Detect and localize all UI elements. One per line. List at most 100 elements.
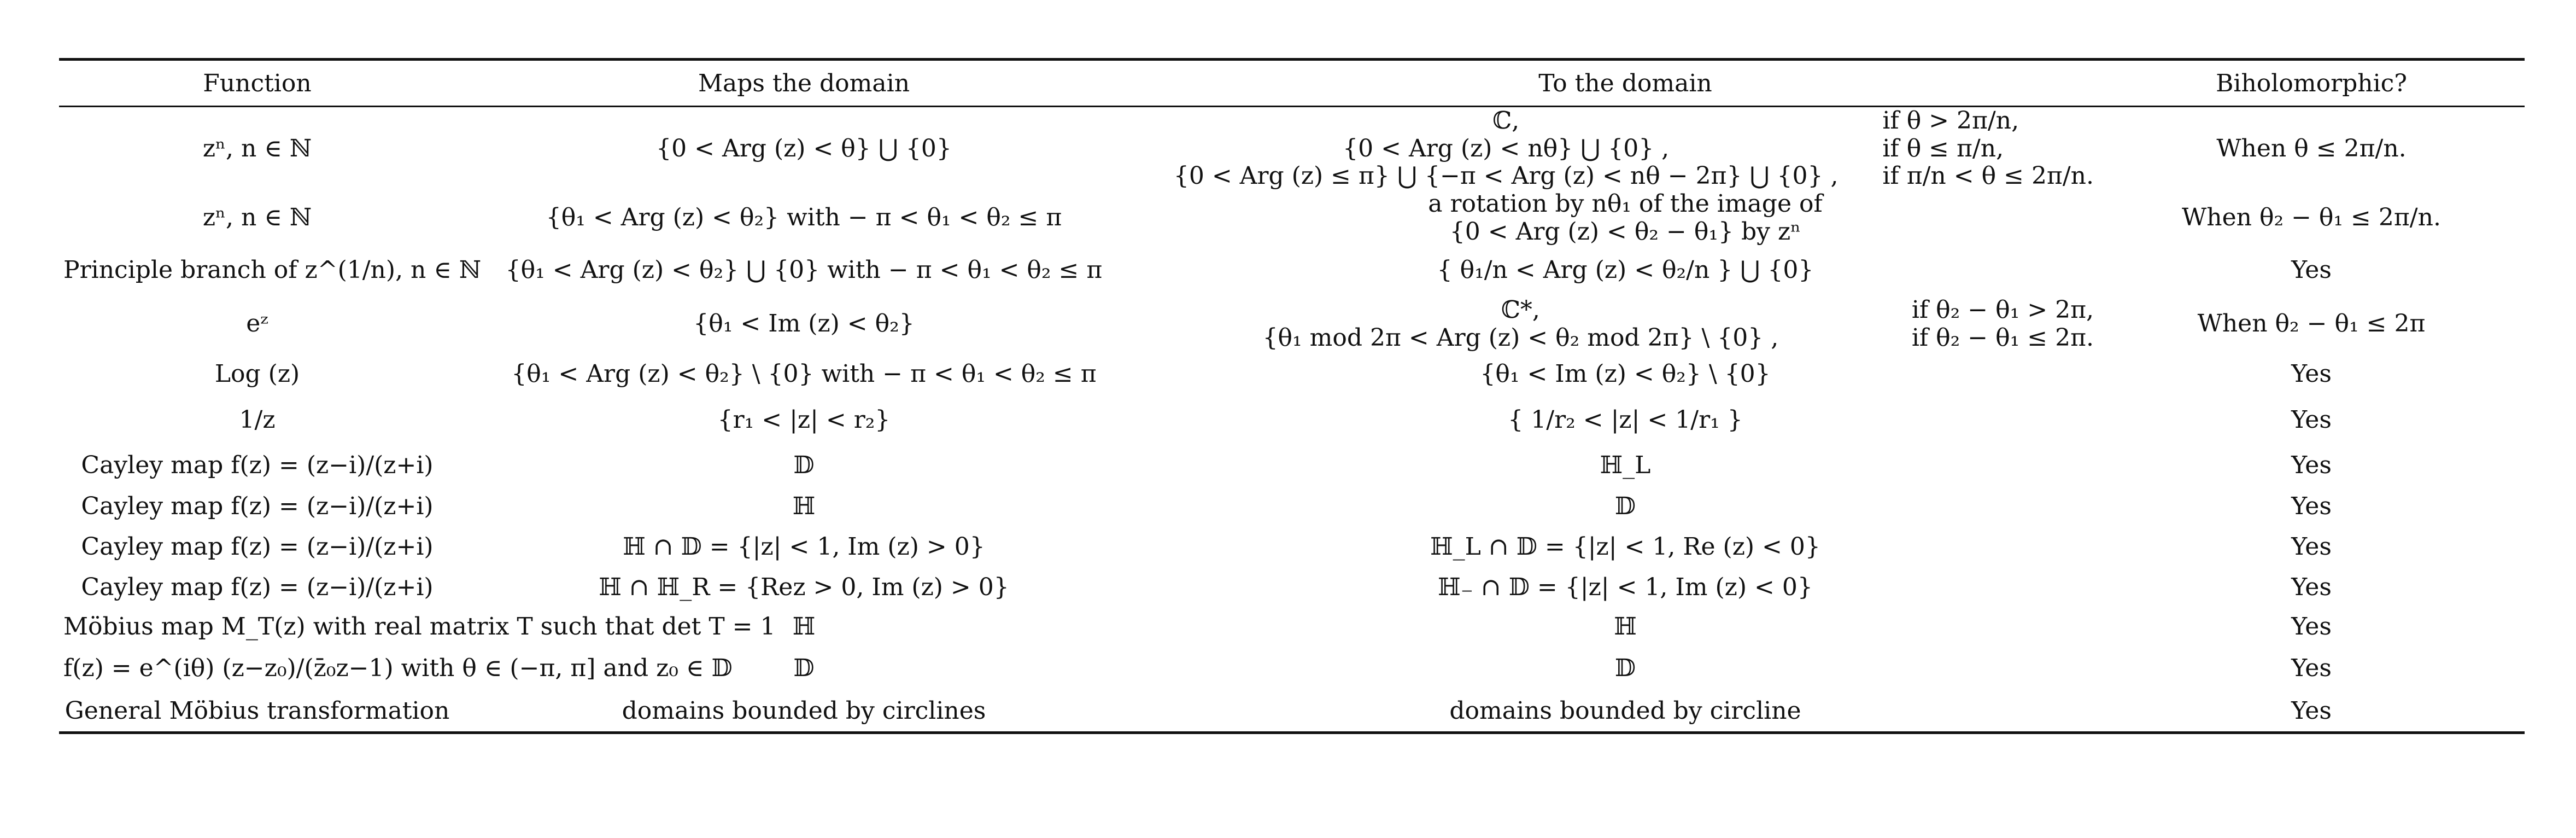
function-cell: Log (z) xyxy=(59,353,455,396)
function-cell: Möbius map M_T(z) with real matrix T suc… xyxy=(59,608,776,647)
case-value: {0 < Arg (z) ≤ π} ⋃ {−π < Arg (z) < nθ −… xyxy=(1173,162,1839,190)
table-row: Möbius map M_T(z) with real matrix T suc… xyxy=(59,608,2525,647)
case-value: {0 < Arg (z) < nθ} ⋃ {0} , xyxy=(1343,134,1670,162)
cell-line: Yes xyxy=(2291,256,2332,284)
biholomorphic-cell: Yes xyxy=(2098,568,2525,608)
biholomorphic-cell: When θ ≤ 2π/n. xyxy=(2098,107,2525,190)
cell-line: ℍ ∩ 𝔻 = {|z| < 1, Im (z) > 0} xyxy=(623,533,985,561)
function-cell: eᶻ xyxy=(59,295,455,353)
function-cell: General Möbius transformation xyxy=(59,691,455,735)
cell-line: 𝔻 xyxy=(1614,654,1636,683)
image-cell: ℍ_L xyxy=(1152,445,2098,487)
header-function: Function xyxy=(59,58,455,107)
function-cell: Cayley map f(z) = (z−i)/(z+i) xyxy=(59,445,455,487)
function-cell: f(z) = e^(iθ) (z−z₀)/(z̄₀z−1) with θ ∈ (… xyxy=(59,647,733,691)
domain-cell: {θ₁ < Arg (z) < θ₂} ⋃ {0} with − π < θ₁ … xyxy=(455,246,1152,295)
cell-line: ℍ xyxy=(792,492,816,521)
biholomorphic-cell: Yes xyxy=(2098,487,2525,527)
domain-cell: {0 < Arg (z) < θ} ⋃ {0} xyxy=(455,107,1152,190)
cell-line: {r₁ < |z| < r₂} xyxy=(717,406,891,434)
biholomorphic-cell: When θ₂ − θ₁ ≤ 2π/n. xyxy=(2098,190,2525,246)
header-to-the-domain: To the domain xyxy=(1152,58,2098,107)
function-cell: Cayley map f(z) = (z−i)/(z+i) xyxy=(59,487,455,527)
image-cell: domains bounded by circline xyxy=(1152,691,2098,735)
header-maps-the-domain: Maps the domain xyxy=(455,58,1152,107)
function-cell: zⁿ, n ∈ ℕ xyxy=(59,190,455,246)
cell-line: ℍ xyxy=(1614,613,1637,641)
table-row: 1/z {r₁ < |z| < r₂} { 1/r₂ < |z| < 1/r₁ }Y… xyxy=(59,396,2525,445)
table-row: f(z) = e^(iθ) (z−z₀)/(z̄₀z−1) with θ ∈ (… xyxy=(59,647,2525,691)
image-cell: { θ₁/n < Arg (z) < θ₂/n } ⋃ {0} xyxy=(1152,246,2098,295)
domain-cell: {θ₁ < Arg (z) < θ₂} with − π < θ₁ < θ₂ ≤… xyxy=(455,190,1152,246)
biholomorphic-cell: Yes xyxy=(2098,246,2525,295)
cell-line: ℍ₋ ∩ 𝔻 = {|z| < 1, Im (z) < 0} xyxy=(1438,573,1813,602)
cell-line: {θ₁ < Arg (z) < θ₂} \ {0} with − π < θ₁ … xyxy=(511,360,1097,388)
cell-line: domains bounded by circline xyxy=(1449,697,1801,725)
cell-line: {θ₁ < Arg (z) < θ₂} with − π < θ₁ < θ₂ ≤… xyxy=(546,203,1062,232)
function-cell: 1/z xyxy=(59,396,455,445)
case-condition: if θ₂ − θ₁ ≤ 2π. xyxy=(1911,323,2094,352)
biholomorphic-cell: When θ₂ − θ₁ ≤ 2π xyxy=(2098,295,2525,353)
cell-line: Yes xyxy=(2291,533,2332,561)
case-condition: if θ ≤ π/n, xyxy=(1882,134,2004,162)
cell-line: {0 < Arg (z) < θ₂ − θ₁} by zⁿ xyxy=(1449,217,1801,246)
cell-line: {θ₁ < Im (z) < θ₂} xyxy=(693,310,915,338)
image-cell: ℂ,if θ > 2π/n,{0 < Arg (z) < nθ} ⋃ {0} ,… xyxy=(1152,107,2098,190)
cell-line: a rotation by nθ₁ of the image of xyxy=(1428,190,1823,218)
cell-line: {0 < Arg (z) < θ} ⋃ {0} xyxy=(656,134,952,162)
cell-line: {θ₁ < Im (z) < θ₂} \ {0} xyxy=(1480,360,1771,388)
image-cell: 𝔻 xyxy=(1152,487,2098,527)
cell-line: { θ₁/n < Arg (z) < θ₂/n } ⋃ {0} xyxy=(1437,256,1814,284)
cell-line: ℍ_L ∩ 𝔻 = {|z| < 1, Re (z) < 0} xyxy=(1430,533,1820,561)
table-body: zⁿ, n ∈ ℕ {0 < Arg (z) < θ} ⋃ {0} ℂ,if θ >… xyxy=(59,107,2525,735)
cell-line: Yes xyxy=(2291,654,2332,683)
biholomorphic-cell: Yes xyxy=(2098,396,2525,445)
piecewise-cases: ℂ,if θ > 2π/n,{0 < Arg (z) < nθ} ⋃ {0} ,… xyxy=(1157,107,2094,190)
cell-line: Yes xyxy=(2291,613,2332,641)
header-biholomorphic: Biholomorphic? xyxy=(2098,58,2525,107)
cell-line: 𝔻 xyxy=(1614,492,1636,521)
image-cell: { 1/r₂ < |z| < 1/r₁ } xyxy=(1152,396,2098,445)
cell-line: Principle branch of z^(1/n), n ∈ ℕ xyxy=(63,256,482,284)
cell-line: Cayley map f(z) = (z−i)/(z+i) xyxy=(81,533,434,561)
piecewise-cases: ℂ*,if θ₂ − θ₁ > 2π,{θ₁ mod 2π < Arg (z) … xyxy=(1157,296,2094,352)
biholomorphic-cell: Yes xyxy=(2098,353,2525,396)
cell-line: ℍ xyxy=(792,613,816,641)
mapping-table: Function Maps the domain To the domain B… xyxy=(59,58,2525,735)
domain-cell: domains bounded by circlines xyxy=(455,691,1152,735)
domain-cell: ℍ xyxy=(455,487,1152,527)
cell-line: Yes xyxy=(2291,697,2332,725)
cell-line: Möbius map M_T(z) with real matrix T suc… xyxy=(63,613,776,641)
domain-cell: ℍ xyxy=(455,608,1152,647)
image-cell: ℍ₋ ∩ 𝔻 = {|z| < 1, Im (z) < 0} xyxy=(1152,568,2098,608)
domain-cell: ℍ ∩ 𝔻 = {|z| < 1, Im (z) > 0} xyxy=(455,527,1152,568)
cell-line: zⁿ, n ∈ ℕ xyxy=(202,203,312,232)
cell-line: Cayley map f(z) = (z−i)/(z+i) xyxy=(81,451,434,480)
cell-line: Cayley map f(z) = (z−i)/(z+i) xyxy=(81,492,434,521)
cell-line: ℍ_L xyxy=(1600,451,1651,480)
table-row: Principle branch of z^(1/n), n ∈ ℕ{θ₁ < … xyxy=(59,246,2525,295)
cell-line: zⁿ, n ∈ ℕ xyxy=(202,134,312,162)
cell-line: When θ₂ − θ₁ ≤ 2π xyxy=(2197,310,2426,338)
table-row: Log (z) {θ₁ < Arg (z) < θ₂} \ {0} with − … xyxy=(59,353,2525,396)
table-row: General Möbius transformation domains bou… xyxy=(59,691,2525,735)
cell-line: domains bounded by circlines xyxy=(622,697,986,725)
table-row: Cayley map f(z) = (z−i)/(z+i)ℍ ∩ ℍ_R = {… xyxy=(59,568,2525,608)
table-row: Cayley map f(z) = (z−i)/(z+i) ℍ ∩ 𝔻 = {|z… xyxy=(59,527,2525,568)
cell-line: General Möbius transformation xyxy=(65,697,450,725)
table-row: eᶻ{θ₁ < Im (z) < θ₂}ℂ*,if θ₂ − θ₁ > 2π,{… xyxy=(59,295,2525,353)
cell-line: Yes xyxy=(2291,451,2332,480)
domain-cell: {θ₁ < Arg (z) < θ₂} \ {0} with − π < θ₁ … xyxy=(455,353,1152,396)
case-value: ℂ*, xyxy=(1501,296,1540,324)
table-row: zⁿ, n ∈ ℕ {θ₁ < Arg (z) < θ₂} with − π < … xyxy=(59,190,2525,246)
biholomorphic-cell: Yes xyxy=(2098,527,2525,568)
case-condition: if θ₂ − θ₁ > 2π, xyxy=(1911,296,2094,324)
cell-line: 1/z xyxy=(239,406,276,434)
image-cell: {θ₁ < Im (z) < θ₂} \ {0} xyxy=(1152,353,2098,396)
domain-cell: ℍ ∩ ℍ_R = {Rez > 0, Im (z) > 0} xyxy=(455,568,1152,608)
image-cell: ℍ xyxy=(1152,608,2098,647)
function-cell: Principle branch of z^(1/n), n ∈ ℕ xyxy=(59,246,482,295)
domain-cell: 𝔻 xyxy=(455,647,1152,691)
cell-line: f(z) = e^(iθ) (z−z₀)/(z̄₀z−1) with θ ∈ (… xyxy=(63,654,733,683)
